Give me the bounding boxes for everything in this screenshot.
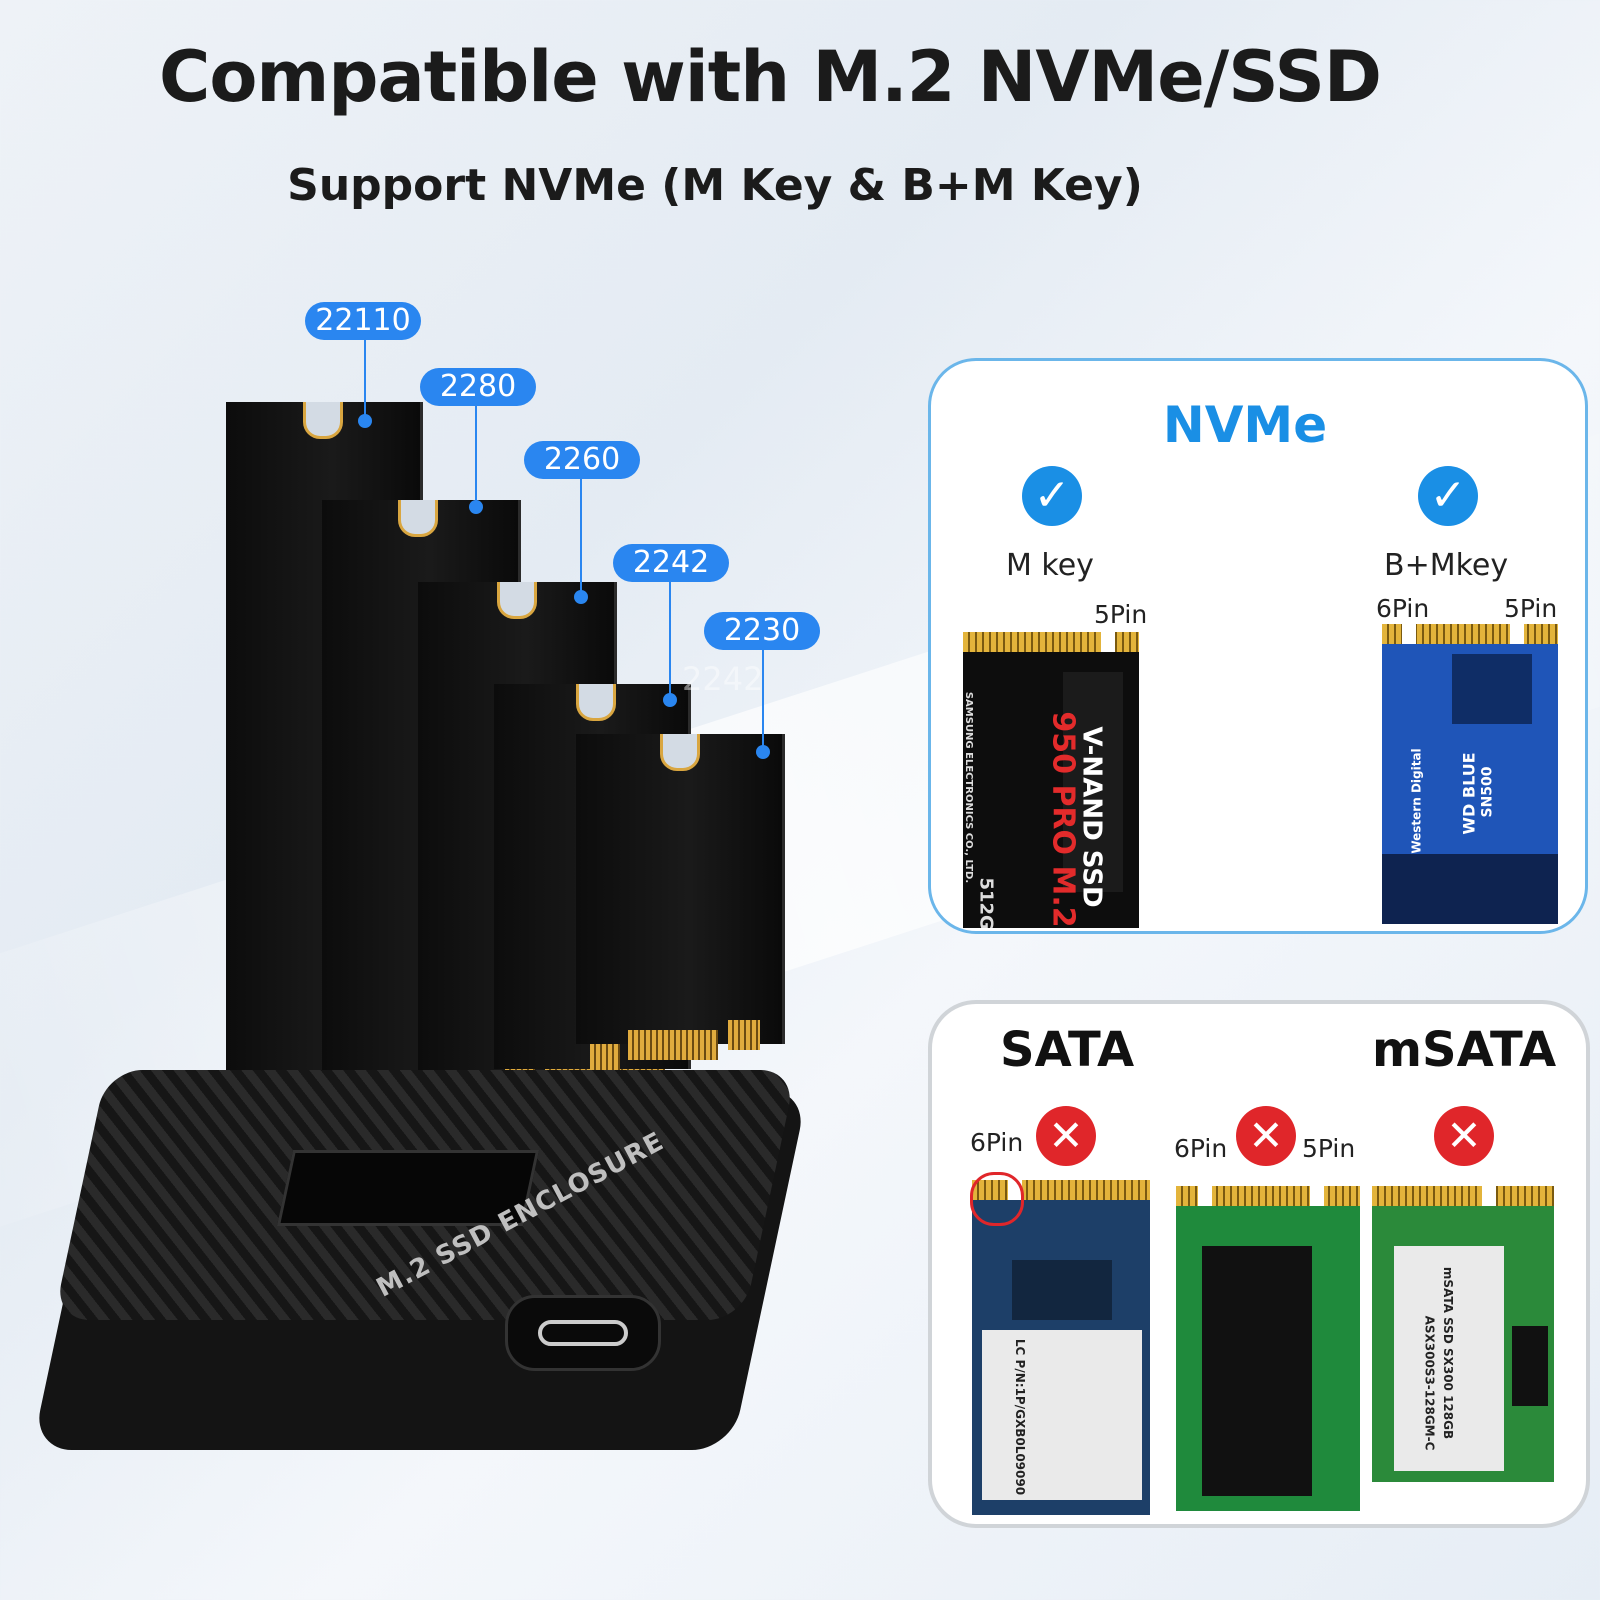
sata-card1-pin: 6Pin [970,1128,1024,1157]
card-notch [1482,1186,1496,1206]
bm-key-pin-right: 5Pin [1504,594,1558,623]
m-key-pin: 5Pin [1094,600,1148,629]
size-badge-2260: 2260 [524,441,640,479]
card-chip [1202,1246,1312,1496]
card-chip [1012,1260,1112,1320]
ssd-notch [660,734,700,771]
leader-dot [358,414,372,428]
leader-dot [663,693,677,707]
nvme-heading: NVMe [1162,396,1328,454]
m-key-label: M key [1006,548,1094,583]
pin-highlight-circle [970,1172,1024,1226]
msata-card-text-1: mSATA SSD SX300 128GB [1441,1266,1456,1440]
leader-line [364,340,366,420]
check-icon: ✓ [1022,466,1082,526]
msata-card-text-2: ASX300S3-128GM-C [1422,1315,1437,1451]
card-sticker [1394,1246,1504,1471]
card-chip [1512,1326,1548,1406]
ssd-pins [628,1030,718,1060]
x-icon: ✕ [1036,1106,1096,1166]
x-icon: ✕ [1236,1106,1296,1166]
leader-dot [756,745,770,759]
card-sticker [982,1330,1142,1500]
sata-card1-text: LC P/N:1P/GXB0L09090 [1013,1338,1028,1496]
leader-line [475,405,477,505]
usb-c-port [505,1295,661,1371]
ssd-notch [398,500,438,537]
msata-heading: mSATA [1372,1022,1557,1078]
page-title: Compatible with M.2 NVMe/SSD [158,36,1382,118]
leader-dot [469,500,483,514]
card-pins [1372,1186,1554,1206]
x-icon: ✕ [1434,1106,1494,1166]
card-notch [1101,632,1115,652]
bm-key-pin-left: 6Pin [1376,594,1430,623]
samsung-label-1: V-NAND SSD [1076,726,1107,908]
size-badge-22110: 22110 [305,302,421,340]
wd-ssd-card: WD BLUE SN500 Western Digital [1382,624,1558,924]
sata-card-1: LC P/N:1P/GXB0L09090 [972,1180,1150,1515]
wd-label-3: Western Digital [1409,748,1424,854]
card-notch [1310,1186,1324,1206]
ssd-notch [576,684,616,721]
samsung-ssd-card: V-NAND SSD 950 PRO M.2 SAMSUNG ELECTRONI… [963,632,1139,928]
leader-line [669,578,671,698]
card-notch [1198,1186,1212,1206]
sata-card2-pin-right: 5Pin [1302,1134,1356,1163]
samsung-label-4: 512GB [975,877,997,928]
page-subtitle: Support NVMe (M Key & B+M Key) [287,160,1143,211]
size-badge-2280: 2280 [420,368,536,406]
leader-line [580,478,582,593]
check-icon: ✓ [1418,466,1478,526]
size-badge-2242: 2242 [613,544,729,582]
ssd-2230 [576,734,785,1044]
sata-card-2 [1176,1186,1360,1511]
ssd-pins [728,1020,760,1050]
msata-card: mSATA SSD SX300 128GB ASX300S3-128GM-C [1372,1186,1554,1482]
leader-dot [574,590,588,604]
faint-size-label: 2242 [682,660,764,698]
card-pins [963,632,1139,652]
leader-line [762,645,764,747]
sata-heading: SATA [1000,1022,1135,1078]
bm-key-label: B+Mkey [1384,548,1509,583]
samsung-label-3: SAMSUNG ELECTRONICS CO., LTD. [963,691,975,884]
ssd-pins [590,1044,620,1074]
card-chip [1452,654,1532,724]
ssd-notch [303,402,343,439]
samsung-label-2: 950 PRO M.2 [1045,711,1081,928]
sata-card2-pin-left: 6Pin [1174,1134,1228,1163]
card-sticker [1382,854,1558,924]
wd-label-1: WD BLUE [1459,752,1479,835]
card-chip [1063,672,1123,892]
card-notch [1510,624,1524,644]
card-notch [1402,624,1416,644]
wd-label-2: SN500 [1479,766,1496,818]
ssd-notch [497,582,537,619]
size-badge-2230: 2230 [704,612,820,650]
